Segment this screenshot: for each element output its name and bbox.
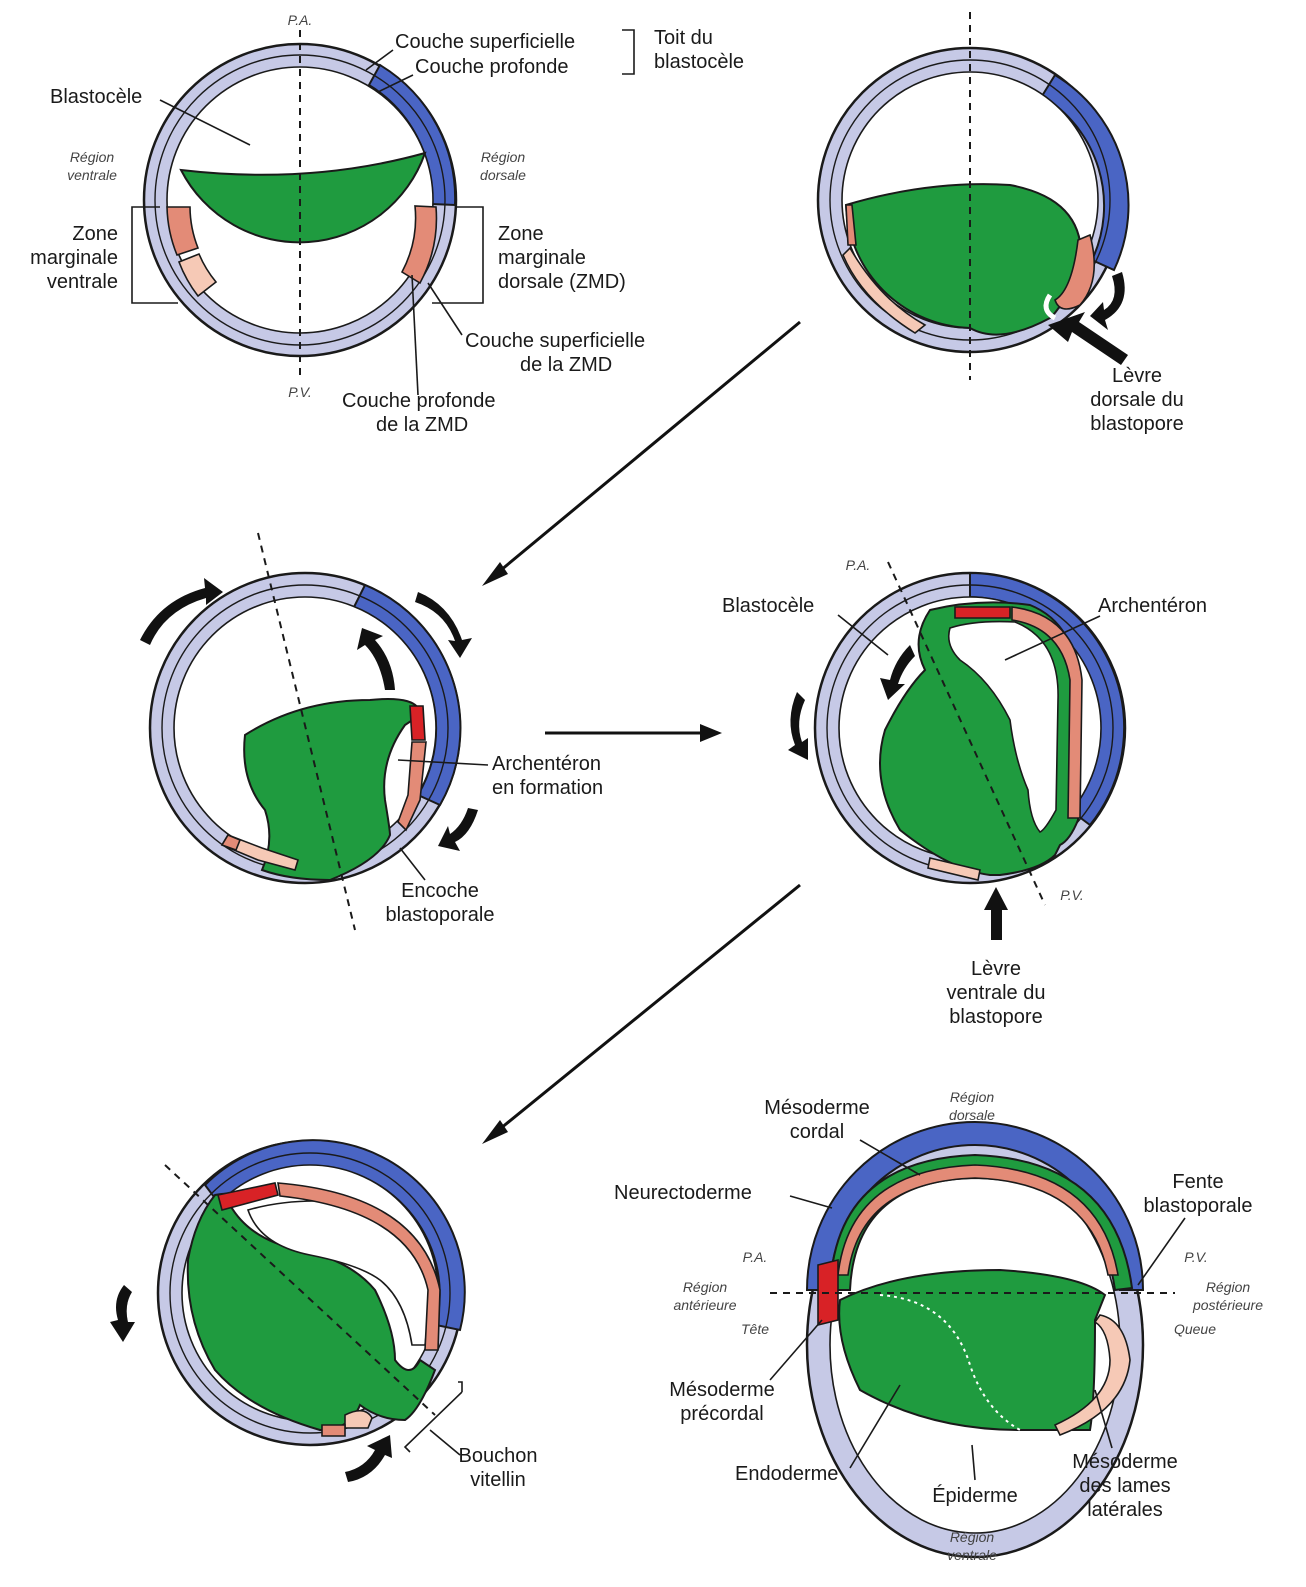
label-blastocele: Blastocèle: [50, 86, 142, 108]
svg-text:ventrale du: ventrale du: [947, 982, 1046, 1004]
label-neurectoderme: Neurectoderme: [614, 1182, 752, 1204]
label-region-posterieure: Région: [1206, 1279, 1251, 1295]
panel-2-dorsal-lip: Lèvre dorsale du blastopore: [818, 12, 1184, 435]
svg-text:blastopore: blastopore: [949, 1006, 1042, 1028]
svg-text:de la ZMD: de la ZMD: [376, 414, 468, 436]
label-pa: P.A.: [288, 12, 313, 28]
svg-text:dorsale (ZMD): dorsale (ZMD): [498, 271, 626, 293]
label-bouchon-vitellin: Bouchon: [459, 1445, 538, 1467]
label-archenteron: Archentéron: [1098, 595, 1207, 617]
svg-text:dorsale: dorsale: [949, 1107, 995, 1123]
svg-text:latérales: latérales: [1087, 1499, 1163, 1521]
label-pv: P.V.: [1060, 887, 1084, 903]
label-couche-profonde: Couche profonde: [415, 56, 568, 78]
label-levre-dorsale: Lèvre: [1112, 365, 1162, 387]
label-queue: Queue: [1174, 1321, 1216, 1337]
label-cs-zmd: Couche superficielle: [465, 330, 645, 352]
label-zmd: Zone: [498, 223, 544, 245]
label-region-ventrale: Région: [950, 1529, 995, 1545]
label-region-anterieure: Région: [683, 1279, 728, 1295]
label-region-dorsale: Région: [481, 149, 526, 165]
label-couche-superficielle: Couche superficielle: [395, 31, 575, 53]
label-pa: P.A.: [846, 557, 871, 573]
svg-text:antérieure: antérieure: [673, 1297, 736, 1313]
svg-text:de la ZMD: de la ZMD: [520, 354, 612, 376]
svg-text:des lames: des lames: [1079, 1475, 1170, 1497]
svg-text:cordal: cordal: [790, 1121, 844, 1143]
svg-text:postérieure: postérieure: [1192, 1297, 1263, 1313]
panel-3-archenteron-forming: Archentéron en formation Encoche blastop…: [140, 533, 603, 930]
panel-5-yolk-plug: Bouchon vitellin: [110, 1140, 537, 1491]
svg-text:blastopore: blastopore: [1090, 413, 1183, 435]
label-levre-ventrale: Lèvre: [971, 958, 1021, 980]
svg-text:dorsale du: dorsale du: [1090, 389, 1183, 411]
label-mesoderme-cordal: Mésoderme: [764, 1097, 870, 1119]
label-epiderme: Épiderme: [932, 1484, 1018, 1507]
svg-text:dorsale: dorsale: [480, 167, 526, 183]
panel-6-neurula: Mésoderme cordal Région dorsale Neurecto…: [614, 1089, 1263, 1563]
label-endoderme: Endoderme: [735, 1463, 838, 1485]
svg-text:marginale: marginale: [498, 247, 586, 269]
panel-1-early-gastrula: P.A. P.V. Couche superficielle Couche pr…: [30, 12, 744, 436]
svg-text:ventrale: ventrale: [947, 1547, 997, 1563]
label-zmv: Zone: [72, 223, 118, 245]
panel-4-archenteron: P.A. P.V. Blastocèle Archentéron Lèvre v…: [722, 557, 1207, 1028]
svg-text:blastoporale: blastoporale: [386, 904, 495, 926]
label-pa: P.A.: [743, 1249, 768, 1265]
label-cp-zmd: Couche profonde: [342, 390, 495, 412]
label-toit: Toit du: [654, 27, 713, 49]
label-region-ventrale: Région: [70, 149, 115, 165]
svg-text:en formation: en formation: [492, 777, 603, 799]
label-blastocele: Blastocèle: [722, 595, 814, 617]
svg-text:ventrale: ventrale: [67, 167, 117, 183]
svg-text:précordal: précordal: [680, 1403, 763, 1425]
label-mesoderme-lames: Mésoderme: [1072, 1451, 1178, 1473]
label-tete: Tête: [741, 1321, 769, 1337]
label-encoche: Encoche: [401, 880, 479, 902]
svg-text:blastocèle: blastocèle: [654, 51, 744, 73]
label-region-dorsale: Région: [950, 1089, 995, 1105]
svg-text:vitellin: vitellin: [470, 1469, 526, 1491]
label-pv: P.V.: [288, 384, 312, 400]
svg-text:marginale: marginale: [30, 247, 118, 269]
stage-arrows: [482, 322, 800, 1144]
label-fente-blastoporale: Fente: [1172, 1171, 1223, 1193]
label-archenteron-en-formation: Archentéron: [492, 753, 601, 775]
label-pv: P.V.: [1184, 1249, 1208, 1265]
label-mesoderme-precordal: Mésoderme: [669, 1379, 775, 1401]
svg-text:ventrale: ventrale: [47, 271, 118, 293]
svg-text:blastoporale: blastoporale: [1144, 1195, 1253, 1217]
